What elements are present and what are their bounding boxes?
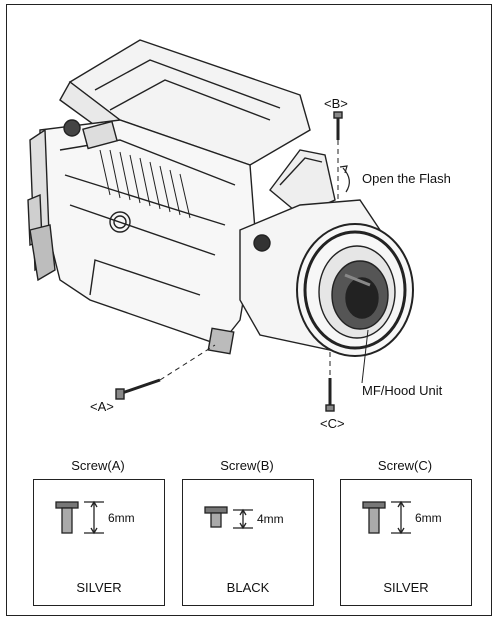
screw-icon (55, 500, 104, 535)
lens-barrel (239, 199, 414, 357)
screw-b-drawing (333, 111, 343, 140)
callout-c: <C> (320, 416, 345, 431)
screw-b-length: 4mm (257, 512, 284, 526)
screw-c-length: 6mm (415, 511, 442, 525)
camcorder-diagram (27, 39, 414, 412)
screw-c-box: 6mm SILVER (340, 479, 472, 606)
callout-mf-hood: MF/Hood Unit (362, 383, 443, 398)
screw-icon (362, 500, 411, 535)
callout-b: <B> (324, 96, 348, 111)
screw-a-color: SILVER (76, 580, 122, 595)
screw-b-box: 4mm BLACK (182, 479, 314, 606)
screw-b-color: BLACK (226, 580, 270, 595)
screw-c-drawing (325, 378, 335, 412)
screw-c-title: Screw(C) (377, 458, 433, 473)
screw-c-color: SILVER (383, 580, 429, 595)
speaker-grill (109, 211, 131, 233)
screw-a-drawing (115, 378, 161, 400)
screw-b-title: Screw(B) (220, 458, 274, 473)
callout-open-flash: Open the Flash (362, 171, 451, 186)
screw-icon (204, 506, 253, 530)
screw-a-length: 6mm (108, 511, 135, 525)
screw-a-box: 6mm SILVER (33, 479, 165, 606)
screw-a-title: Screw(A) (71, 458, 125, 473)
callout-a: <A> (90, 399, 114, 414)
